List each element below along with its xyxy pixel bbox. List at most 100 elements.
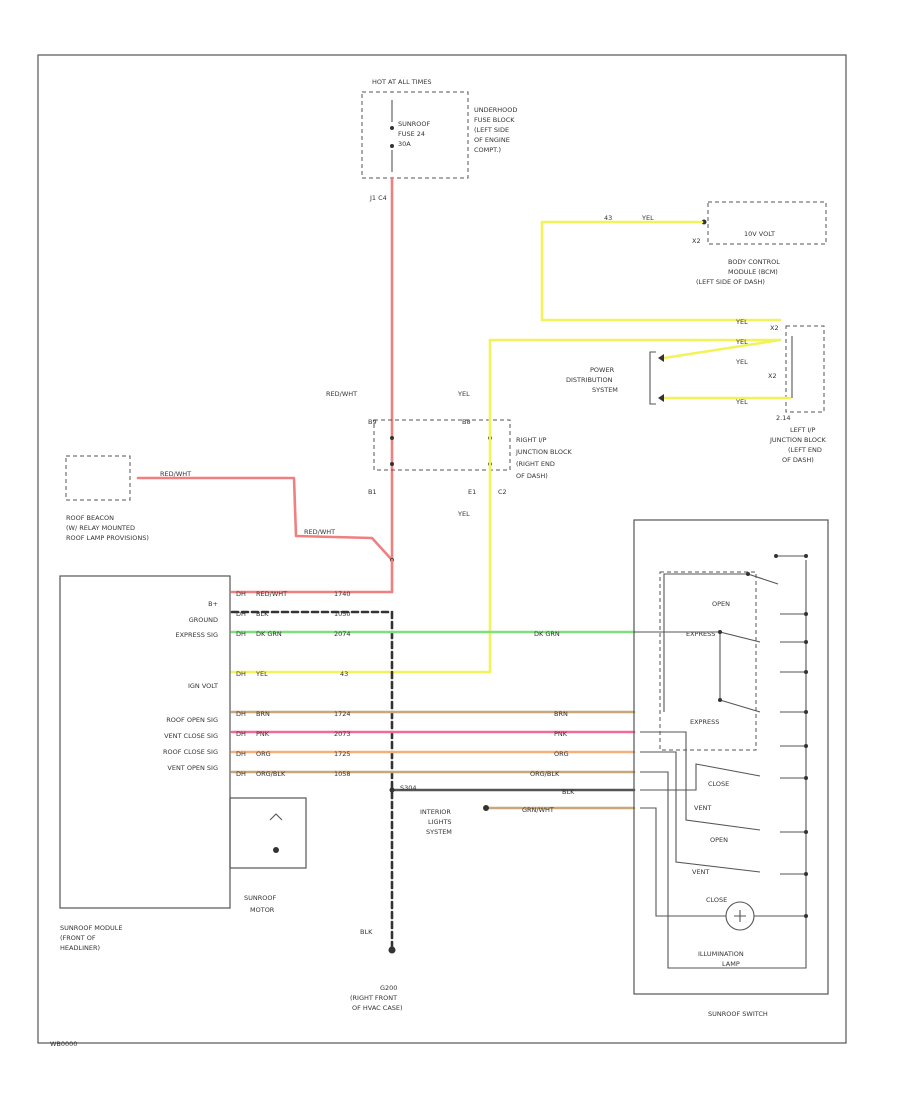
bcm-title-line: MODULE (BCM) (728, 268, 778, 276)
right-jb-title-line: JUNCTION BLOCK (515, 448, 573, 456)
interior-label-line: LIGHTS (428, 818, 452, 826)
switch-wire-color: ORG (554, 750, 569, 758)
power-dist-label-line: POWER (590, 366, 615, 374)
fuse-block-label-line: COMPT.) (474, 146, 501, 154)
interior-label-line: INTERIOR (420, 808, 451, 816)
fuse-label-line: 30A (398, 140, 411, 148)
left-jb-title-line: JUNCTION BLOCK (769, 436, 827, 444)
beacon-title-line: (W/ RELAY MOUNTED (66, 524, 135, 532)
fuse-label-line: FUSE 24 (398, 130, 425, 138)
left-jb-wire-color: YEL (735, 358, 748, 366)
left-jb-pin-label: X2 (768, 372, 777, 380)
switch-wire-color: BLK (562, 788, 575, 796)
power-distribution-system: POWER DISTRIBUTION SYSTEM (566, 351, 664, 405)
red-wht-module-wire (230, 558, 394, 594)
ground-label-line: G200 (380, 984, 397, 992)
yel-jb-wire-2 (662, 338, 782, 360)
fuse-label-line: SUNROOF (398, 120, 430, 128)
switch-label: EXPRESS (686, 630, 715, 638)
interior-lights-system: INTERIOR LIGHTS SYSTEM (420, 805, 489, 836)
module-wire-num: 1058 (334, 770, 351, 778)
bcm-ign-label: 10V VOLT (744, 230, 775, 238)
fuse-connector-label: J1 C4 (369, 194, 387, 202)
beacon-title-line: ROOF BEACON (66, 514, 114, 522)
bcm-pin-label: X2 (692, 237, 701, 245)
left-jb-title-line: (LEFT END (788, 446, 822, 454)
beacon-wire-color: RED/WHT (160, 470, 191, 478)
switch-wire-color: GRN/WHT (522, 806, 554, 814)
module-pin-prefix: DH (236, 730, 246, 738)
yel-ign-wire (230, 338, 492, 674)
module-input-label: IGN VOLT (188, 682, 218, 690)
right-jb-bottom-wire: YEL (457, 510, 470, 518)
module-wire-color: RED/WHT (256, 590, 287, 598)
beacon-wire-color-2: RED/WHT (304, 528, 335, 536)
ground-label-line: (RIGHT FRONT (350, 994, 397, 1002)
module-wire-num: 2073 (334, 730, 351, 738)
left-jb-wire-color: YEL (735, 338, 748, 346)
switch-label: OPEN (710, 836, 728, 844)
module-wire-num: 2074 (334, 630, 351, 638)
lamp-label-line: LAMP (722, 960, 740, 968)
switch-wire-color: ORG/BLK (530, 770, 560, 778)
switch-label: VENT (694, 804, 711, 812)
interior-label-line: SYSTEM (426, 828, 452, 836)
switch-wire-color: DK GRN (534, 630, 560, 638)
ground-label-line: OF HVAC CASE) (352, 1004, 403, 1012)
left-jb-wire-color: YEL (735, 398, 748, 406)
bcm-title-line: BODY CONTROL (728, 258, 780, 266)
right-jb-pin-label: B1 (368, 488, 377, 496)
module-title-line: SUNROOF MODULE (60, 924, 123, 932)
power-dist-label-line: SYSTEM (592, 386, 618, 394)
module-wire-labels: DH RED/WHT 1740 DH BLK 1050 DH DK GRN 20… (236, 590, 575, 814)
module-pin-prefix: DH (236, 750, 246, 758)
bcm-wire-num: 43 (604, 214, 612, 222)
module-pin-prefix: DH (236, 590, 246, 598)
module-input-label: ROOF OPEN SIG (166, 716, 218, 724)
switch-title: SUNROOF SWITCH (708, 1010, 768, 1018)
module-wire-color: ORG (256, 750, 271, 758)
module-title-line: (FRONT OF (60, 934, 96, 942)
switch-label: CLOSE (706, 896, 727, 904)
module-input-label: ROOF CLOSE SIG (163, 748, 218, 756)
module-wire-num: 1725 (334, 750, 351, 758)
right-jb-right-wire: YEL (457, 390, 470, 398)
bcm-title-line: (LEFT SIDE OF DASH) (696, 278, 765, 286)
left-jb-wire-color: YEL (735, 318, 748, 326)
lamp-label-line: ILLUMINATION (698, 950, 744, 958)
right-jb-pin-label: C2 (498, 488, 507, 496)
switch-wire-color: PNK (554, 730, 568, 738)
module-pin-prefix: DH (236, 710, 246, 718)
module-input-label: B+ (208, 600, 218, 608)
right-jb-title-line: RIGHT I/P (516, 436, 547, 444)
fuse-block-label-line: UNDERHOOD (474, 106, 517, 114)
module-input-label: VENT OPEN SIG (167, 764, 218, 772)
module-wire-color: BRN (256, 710, 270, 718)
module-wire-color: ORG/BLK (256, 770, 286, 778)
left-jb-title-line: OF DASH) (782, 456, 814, 464)
module-wire-color: YEL (255, 670, 268, 678)
module-input-label: GROUND (189, 616, 218, 624)
left-jb-pin-label: X2 (770, 324, 779, 332)
ground-splice-label: S304 (400, 784, 417, 792)
diagram-code: WB0000 (50, 1040, 77, 1048)
module-wire-color: BLK (256, 610, 269, 618)
module-pin-prefix: DH (236, 770, 246, 778)
bcm-wire-color: YEL (641, 214, 654, 222)
module-pin-prefix: DH (236, 610, 246, 618)
roof-beacon: ROOF BEACON (W/ RELAY MOUNTED ROOF LAMP … (65, 455, 149, 542)
switch-wire-color: BRN (554, 710, 568, 718)
switch-label: OPEN (712, 600, 730, 608)
left-jb-title-line: LEFT I/P (790, 426, 815, 434)
right-jb-title-line: OF DASH) (516, 472, 548, 480)
right-ip-junction-block: RED/WHT YEL B9 B8 B1 E1 C2 YEL RIGHT I/P… (326, 390, 573, 518)
switch-label: CLOSE (708, 780, 729, 788)
hot-at-all-times-label: HOT AT ALL TIMES (372, 78, 432, 86)
right-jb-title-line: (RIGHT END (516, 460, 555, 468)
module-title-line: HEADLINER) (60, 944, 100, 952)
module-wire-num: 1740 (334, 590, 351, 598)
fuse-block-label-line: FUSE BLOCK (474, 116, 515, 124)
diagram-frame (37, 54, 847, 1044)
module-pin-prefix: DH (236, 670, 246, 678)
